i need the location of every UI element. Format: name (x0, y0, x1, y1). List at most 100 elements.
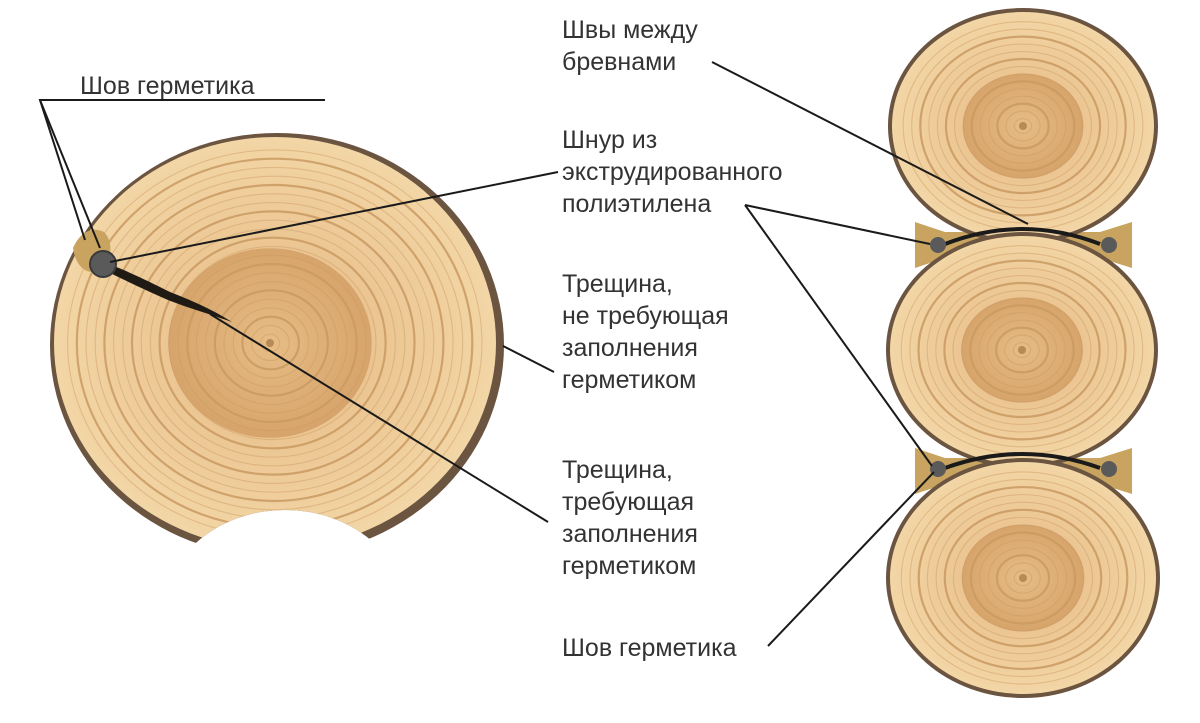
label-crack-no-fill-line-1: Трещина, (562, 270, 673, 298)
label-seams-line-2: бревнами (562, 48, 677, 76)
tree-ring (919, 35, 1127, 217)
label-crack-no-fill-line-4: герметиком (562, 366, 697, 394)
cord-upper-right (1101, 237, 1117, 253)
tree-ring (1005, 562, 1041, 594)
big-log-crack (104, 262, 232, 322)
tree-ring (986, 319, 1058, 381)
label-seal-joint-bottom-text: Шов герметика (562, 634, 737, 662)
groove-line-lower (944, 452, 1101, 470)
big-log-cord (89, 250, 117, 278)
leader-cord-big-log (109, 171, 559, 263)
tree-ring (917, 485, 1129, 671)
tree-ring (213, 289, 329, 397)
log-bottom (886, 458, 1160, 698)
tree-ring (122, 202, 425, 484)
tree-ring (140, 219, 406, 467)
tree-ring (952, 516, 1094, 640)
leader-seams (711, 61, 1029, 225)
label-seams-line-1: Швы между (562, 16, 698, 44)
tree-ring (94, 175, 454, 511)
label-cord-line-1: Шнур из (562, 126, 658, 154)
big-log-rings (67, 149, 483, 537)
label-seal-joint-top: Шов герметика (80, 70, 255, 102)
log-top (888, 8, 1158, 244)
tree-ring (911, 28, 1135, 224)
tree-ring (130, 210, 416, 476)
tree-ring (995, 326, 1049, 374)
tree-ring (970, 80, 1076, 172)
tree-ring (926, 494, 1120, 662)
tree-ring (251, 324, 290, 362)
tree-ring (953, 65, 1093, 187)
tree-ring (943, 508, 1103, 648)
label-crack-no-fill: Трещина, не требующая заполнения гермети… (562, 268, 729, 396)
leader-seal-joint-bottom (767, 471, 935, 647)
tree-ring (168, 245, 377, 441)
leader-seal-joint-top-2 (39, 99, 101, 249)
tree-ring (952, 289, 1092, 411)
label-seams-between-logs: Швы между бревнами (562, 14, 698, 78)
tree-ring (944, 57, 1102, 195)
label-seal-joint-bottom: Шов герметика (562, 632, 737, 664)
label-cord-line-3: полиэтилена (562, 190, 712, 218)
tree-ring (1013, 118, 1033, 134)
leader-crack-fill (209, 313, 549, 523)
pith (1019, 574, 1027, 582)
tree-ring (969, 304, 1075, 396)
tree-ring (979, 539, 1067, 617)
tree-ring (987, 547, 1059, 609)
tree-ring (223, 298, 319, 388)
tree-ring (979, 88, 1067, 164)
tree-ring (1005, 110, 1041, 142)
tree-ring (909, 252, 1135, 448)
cord-upper-left (930, 237, 946, 253)
cord-lower-right (1101, 461, 1117, 477)
tree-ring (928, 43, 1118, 209)
tree-ring (232, 307, 310, 379)
tree-ring (1013, 569, 1033, 587)
tree-ring (205, 281, 338, 405)
tree-ring (103, 183, 445, 503)
tree-ring (1004, 334, 1040, 366)
tree-ring (936, 50, 1110, 202)
tree-ring (158, 236, 387, 450)
label-crack-no-fill-line-3: заполнения (562, 334, 698, 362)
log-middle (886, 232, 1158, 468)
label-cord-line-2: экструдированного (562, 158, 783, 186)
groove-line-upper (944, 227, 1101, 246)
leader-cord-stack (744, 204, 931, 245)
label-crack-fill: Трещина, требующая заполнения герметиком (562, 454, 698, 582)
tree-ring (900, 471, 1146, 685)
tree-ring (935, 501, 1111, 655)
tree-ring (961, 297, 1083, 403)
tree-ring (926, 267, 1118, 433)
tree-ring (177, 254, 367, 432)
tree-ring (969, 531, 1077, 625)
pith (1019, 122, 1027, 130)
label-cord: Шнур из экструдированного полиэтилена (562, 124, 782, 220)
tree-ring (241, 315, 301, 371)
label-seal-joint-top-text: Шов герметика (80, 72, 255, 100)
tree-ring (978, 312, 1066, 388)
log-stack (886, 8, 1160, 698)
leader-crack-no-fill (502, 345, 555, 373)
label-crack-fill-line-2: требующая (562, 488, 695, 516)
tree-ring (996, 102, 1050, 150)
tree-ring (935, 274, 1109, 426)
tree-ring (995, 554, 1051, 602)
big-log-cross-section (50, 133, 504, 557)
tree-ring (113, 193, 435, 493)
tree-ring (988, 95, 1058, 157)
label-crack-fill-line-1: Трещина, (562, 456, 673, 484)
leader-lines (38, 61, 1029, 647)
tree-ring (1012, 342, 1032, 358)
tree-ring (961, 524, 1085, 632)
tree-ring (195, 272, 348, 414)
label-crack-fill-line-4: герметиком (562, 552, 697, 580)
tree-ring (909, 478, 1137, 678)
leader-cord-stack-2 (744, 204, 933, 467)
label-crack-no-fill-line-2: не требующая (562, 302, 729, 330)
tree-ring (962, 73, 1084, 179)
